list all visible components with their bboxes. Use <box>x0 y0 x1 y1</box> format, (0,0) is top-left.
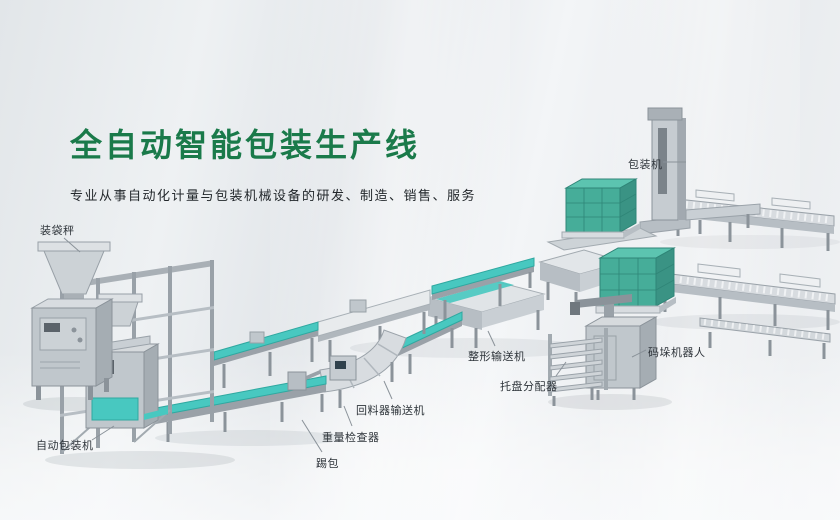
label-weight-checker: 重量检查器 <box>322 432 380 444</box>
bagging-scale-machine <box>30 241 151 400</box>
page-title: 全自动智能包装生产线 <box>70 127 421 163</box>
callout-lines <box>63 161 686 453</box>
palletizing-robot <box>570 294 658 400</box>
pallet-dispenser <box>548 328 608 406</box>
label-shaping-conveyor: 整形输送机 <box>468 351 526 363</box>
ground-shadows <box>23 235 840 469</box>
kick-bag-device <box>287 370 320 391</box>
stacked-product-upper <box>546 178 658 251</box>
page-subtitle: 专业从事自动化计量与包装机械设备的研发、制造、销售、服务 <box>70 188 477 203</box>
label-auto-packing-machine: 自动包装机 <box>36 440 94 452</box>
weight-checker-device <box>329 355 357 381</box>
label-return-conveyor: 回料器输送机 <box>356 405 425 417</box>
label-bagging-scale: 装袋秤 <box>40 225 75 237</box>
label-kick-bag: 踢包 <box>316 458 339 470</box>
shaping-conveyor-machine <box>397 257 546 374</box>
label-palletizing-robot: 码垛机器人 <box>648 347 706 359</box>
label-pallet-dispenser: 托盘分配器 <box>500 381 558 393</box>
packing-machine-tower <box>639 107 761 235</box>
label-packing-machine: 包装机 <box>628 159 663 171</box>
